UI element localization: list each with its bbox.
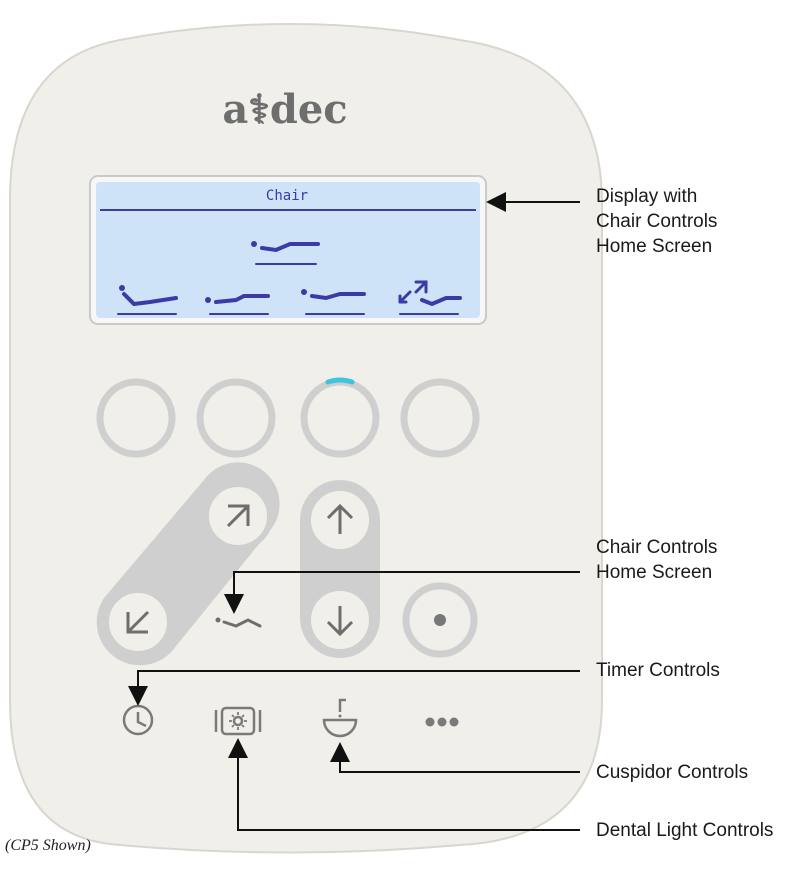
control-pad-body bbox=[9, 23, 603, 854]
dental-light-icon[interactable] bbox=[214, 706, 262, 736]
callout-line-cuspidor bbox=[330, 742, 580, 773]
chair-position-2-icon bbox=[205, 294, 270, 315]
position-button-1[interactable] bbox=[96, 378, 176, 458]
caption: (CP5 Shown) bbox=[5, 837, 91, 854]
chair-position-3-icon bbox=[301, 289, 366, 315]
callout-display-line-2: Chair Controls bbox=[596, 211, 718, 232]
callout-dental-light: Dental Light Controls bbox=[596, 818, 773, 843]
arrow-up-right-icon bbox=[226, 504, 250, 528]
callout-timer: Timer Controls bbox=[596, 658, 720, 683]
chair-home-icon[interactable] bbox=[215, 617, 262, 628]
dot-icon bbox=[434, 614, 446, 626]
callout-display: Display with Chair Controls Home Screen bbox=[596, 184, 717, 259]
cuspidor-icon[interactable] bbox=[322, 698, 358, 738]
callout-line-timer bbox=[128, 670, 580, 706]
arrow-down-icon bbox=[326, 606, 354, 637]
arrow-down-left-icon bbox=[126, 610, 150, 634]
chair-position-1-icon bbox=[117, 285, 178, 315]
callout-chair-home-line-2: Home Screen bbox=[596, 562, 713, 583]
callout-cuspidor-text: Cuspidor Controls bbox=[596, 762, 749, 783]
tilt-up-button[interactable] bbox=[203, 481, 273, 551]
tilt-down-button[interactable] bbox=[103, 587, 173, 657]
chair-position-4-icon bbox=[398, 280, 462, 315]
display-title: Chair bbox=[265, 188, 309, 204]
callout-cuspidor: Cuspidor Controls bbox=[596, 760, 748, 785]
callout-line-chair-home bbox=[224, 571, 580, 614]
callout-display-line-3: Home Screen bbox=[596, 236, 713, 257]
callout-timer-text: Timer Controls bbox=[596, 660, 720, 681]
callout-display-line-1: Display with bbox=[596, 186, 698, 207]
arrow-up-icon bbox=[326, 503, 354, 534]
callout-lines bbox=[128, 192, 580, 831]
position-button-2[interactable] bbox=[196, 378, 276, 458]
chair-down-button[interactable] bbox=[305, 585, 375, 655]
timer-icon[interactable] bbox=[122, 704, 154, 736]
chair-position-upper-icon bbox=[251, 241, 320, 265]
callout-chair-home: Chair Controls Home Screen bbox=[596, 535, 717, 585]
active-indicator bbox=[325, 377, 355, 385]
callout-dental-light-text: Dental Light Controls bbox=[596, 820, 774, 841]
callout-chair-home-line-1: Chair Controls bbox=[596, 537, 718, 558]
position-button-4[interactable] bbox=[400, 378, 480, 458]
chair-up-button[interactable] bbox=[305, 485, 375, 555]
stop-button[interactable] bbox=[402, 582, 478, 658]
more-icon[interactable] bbox=[425, 717, 459, 727]
lcd-display bbox=[89, 175, 487, 325]
brand-logo: a⚕dec bbox=[222, 86, 348, 133]
callout-line-dental-light bbox=[228, 738, 580, 831]
